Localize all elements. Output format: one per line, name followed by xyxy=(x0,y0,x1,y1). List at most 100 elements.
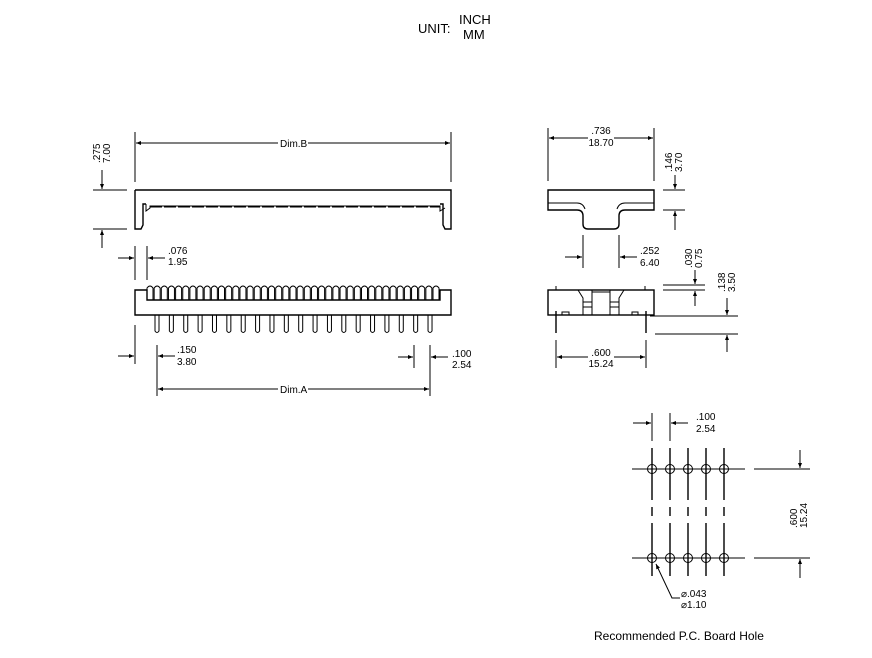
unit-mm: MM xyxy=(463,27,485,42)
tooth xyxy=(160,285,168,300)
tooth xyxy=(218,285,225,300)
pin xyxy=(312,315,318,333)
pcb-pitch-inch: .100 xyxy=(696,412,716,423)
tooth xyxy=(303,285,311,300)
width-inch: .736 xyxy=(591,126,611,137)
width-mm: 18.70 xyxy=(588,138,613,149)
tooth xyxy=(282,285,290,300)
tooth xyxy=(232,285,240,300)
end-view: .736 18.70 .146 3.70 .252 6.40 xyxy=(547,126,685,269)
tooth xyxy=(189,285,197,300)
tooth xyxy=(225,285,233,300)
pin xyxy=(283,315,289,333)
pitch-inch: .100 xyxy=(452,349,472,360)
pin xyxy=(269,315,275,333)
pin xyxy=(298,315,304,333)
tooth xyxy=(167,285,175,300)
tooth xyxy=(361,285,368,300)
pin-length-inch: .138 xyxy=(717,272,728,292)
front-top-view: Dim.B .275 7.00 .076 1.95 xyxy=(92,132,452,280)
pcb-row-inch: .600 xyxy=(789,508,800,528)
row-spacing-mm: 15.24 xyxy=(588,359,613,370)
tab-mm: 0.75 xyxy=(694,248,705,268)
tooth xyxy=(375,285,383,300)
pin xyxy=(341,315,347,333)
tooth xyxy=(153,285,161,300)
tooth xyxy=(382,285,390,300)
pin xyxy=(370,315,376,333)
tooth xyxy=(310,285,318,300)
height-mm: 7.00 xyxy=(102,143,113,163)
tooth xyxy=(246,285,254,300)
tooth xyxy=(346,285,354,300)
tooth xyxy=(403,285,411,300)
tooth xyxy=(396,285,404,300)
tooth xyxy=(210,285,218,300)
tooth xyxy=(289,285,297,300)
tooth xyxy=(432,285,440,300)
pin xyxy=(154,315,160,333)
end-offset-inch: .076 xyxy=(168,246,188,257)
contact-teeth xyxy=(146,285,440,300)
unit-label: UNIT: INCH MM xyxy=(418,12,491,42)
unit-text: UNIT: xyxy=(418,21,451,36)
unit-inch: INCH xyxy=(459,12,491,27)
pin xyxy=(398,315,404,333)
tooth xyxy=(260,285,268,300)
pitch-mm: 2.54 xyxy=(452,360,472,371)
pin xyxy=(427,315,433,333)
pin xyxy=(413,315,419,333)
tooth xyxy=(296,285,304,300)
tooth xyxy=(203,285,211,300)
pcb-caption: Recommended P.C. Board Hole xyxy=(594,629,764,643)
tooth xyxy=(268,285,276,300)
pcb-hole-pattern: .600 15.24 .100 2.54 ⌀.043 ⌀1.10 Recomme… xyxy=(594,412,810,643)
tab-inch: .030 xyxy=(684,248,695,268)
stem-mm: 6.40 xyxy=(640,258,660,269)
pin xyxy=(384,315,390,333)
pin xyxy=(197,315,203,333)
first-pin-inch: .150 xyxy=(177,345,197,356)
pin xyxy=(183,315,189,333)
tooth xyxy=(253,285,261,300)
tooth xyxy=(418,285,426,300)
pcb-row-mm: 15.24 xyxy=(799,503,810,528)
pin xyxy=(240,315,246,333)
pin xyxy=(226,315,232,333)
pin-length-mm: 3.50 xyxy=(727,272,738,292)
flange-inch: .146 xyxy=(664,152,675,172)
tooth xyxy=(368,285,376,300)
tooth xyxy=(353,285,361,300)
height-inch: .275 xyxy=(92,143,103,163)
tooth xyxy=(389,285,397,300)
tooth xyxy=(239,285,247,300)
first-pin-mm: 3.80 xyxy=(177,357,197,368)
stem-inch: .252 xyxy=(640,246,660,257)
end-offset-mm: 1.95 xyxy=(168,257,188,268)
dim-a-label: Dim.A xyxy=(280,385,308,396)
hole-dia-inch: ⌀.043 xyxy=(681,589,707,600)
pin xyxy=(355,315,361,333)
holes xyxy=(647,448,729,576)
tooth xyxy=(318,285,326,300)
tooth xyxy=(332,285,340,300)
tooth xyxy=(325,285,333,300)
tooth xyxy=(425,285,433,300)
pins xyxy=(154,315,433,333)
tooth xyxy=(275,285,283,300)
pin xyxy=(255,315,261,333)
tooth xyxy=(196,285,204,300)
tooth xyxy=(175,285,183,300)
flange-mm: 3.70 xyxy=(674,152,685,172)
tooth xyxy=(146,285,154,300)
pin xyxy=(168,315,174,333)
pin xyxy=(211,315,217,333)
front-bottom-view: .150 3.80 .100 2.54 Dim.A xyxy=(118,285,472,396)
pin xyxy=(326,315,332,333)
dim-b-label: Dim.B xyxy=(280,139,308,150)
tooth xyxy=(411,285,419,300)
tooth xyxy=(339,285,347,300)
row-spacing-inch: .600 xyxy=(591,348,611,359)
side-view: .030 0.75 .138 3.50 .600 15.24 xyxy=(547,248,738,370)
